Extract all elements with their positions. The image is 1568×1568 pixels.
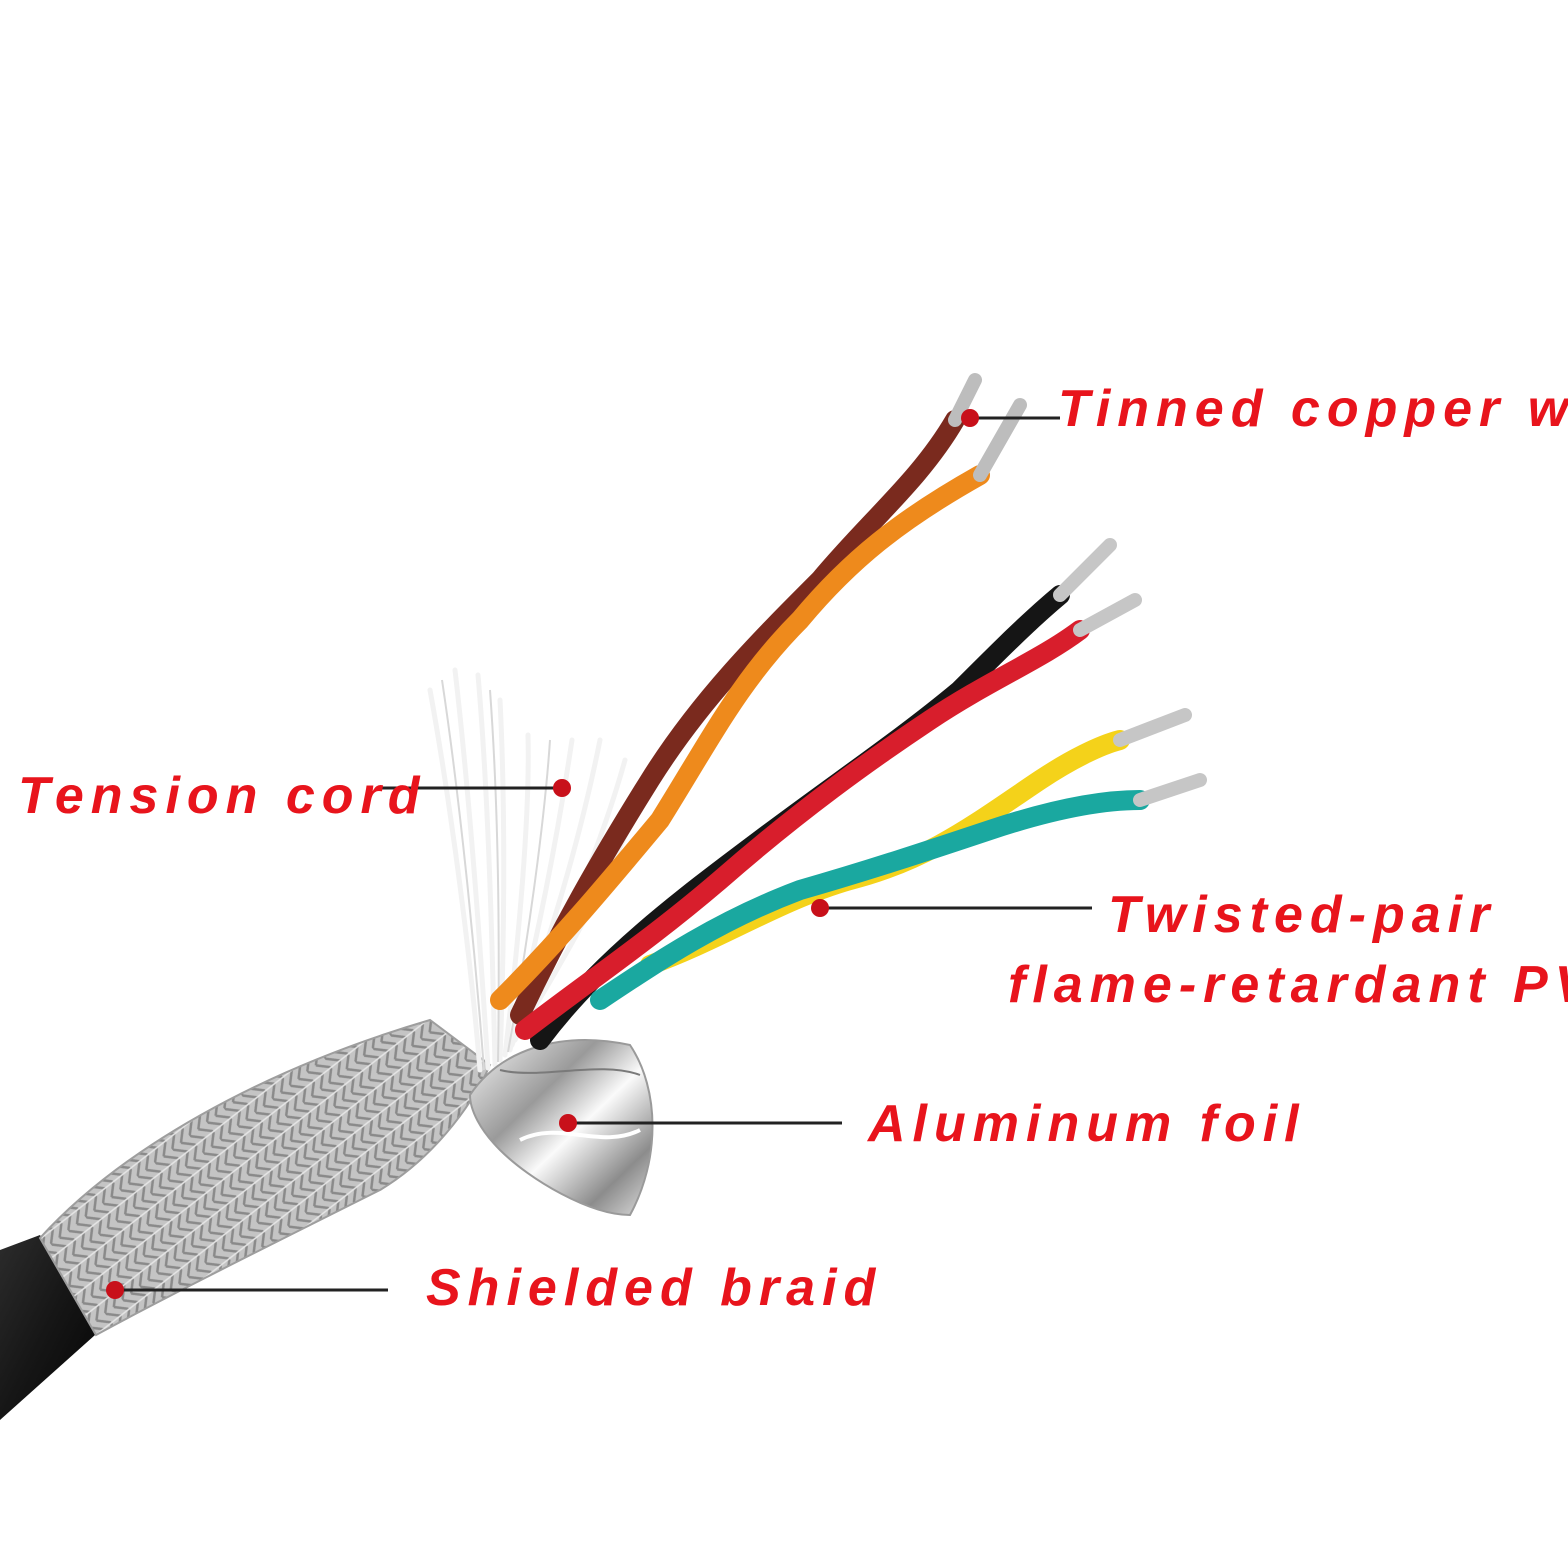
marker-dot-tension [553, 779, 571, 797]
wire-brown [510, 410, 965, 1025]
marker-dot-foil [559, 1114, 577, 1132]
label-shielded-braid: Shielded braid [426, 1259, 883, 1317]
leader-lines [115, 416, 1092, 1292]
label-twisted-pair-line2: flame-retardant PVC [1008, 956, 1568, 1014]
wire-red [515, 620, 1090, 1040]
cable-jacket [0, 1235, 95, 1420]
marker-dot-braid [106, 1281, 124, 1299]
label-twisted-pair-line1: Twisted-pair [1108, 886, 1497, 944]
label-aluminum-foil: Aluminum foil [868, 1095, 1306, 1153]
label-twisted-pair: Twisted-pair flame-retardant PVC [1008, 880, 1568, 1020]
shielded-braid [38, 1018, 492, 1337]
marker-dot-tinned [961, 409, 979, 427]
label-tinned-copper-wire: Tinned copper wire [1058, 380, 1568, 438]
wire-orange [490, 465, 990, 1010]
label-tension-cord: Tension cord [18, 767, 427, 825]
marker-dot-twisted [811, 899, 829, 917]
wire-cyan [590, 790, 1150, 1010]
